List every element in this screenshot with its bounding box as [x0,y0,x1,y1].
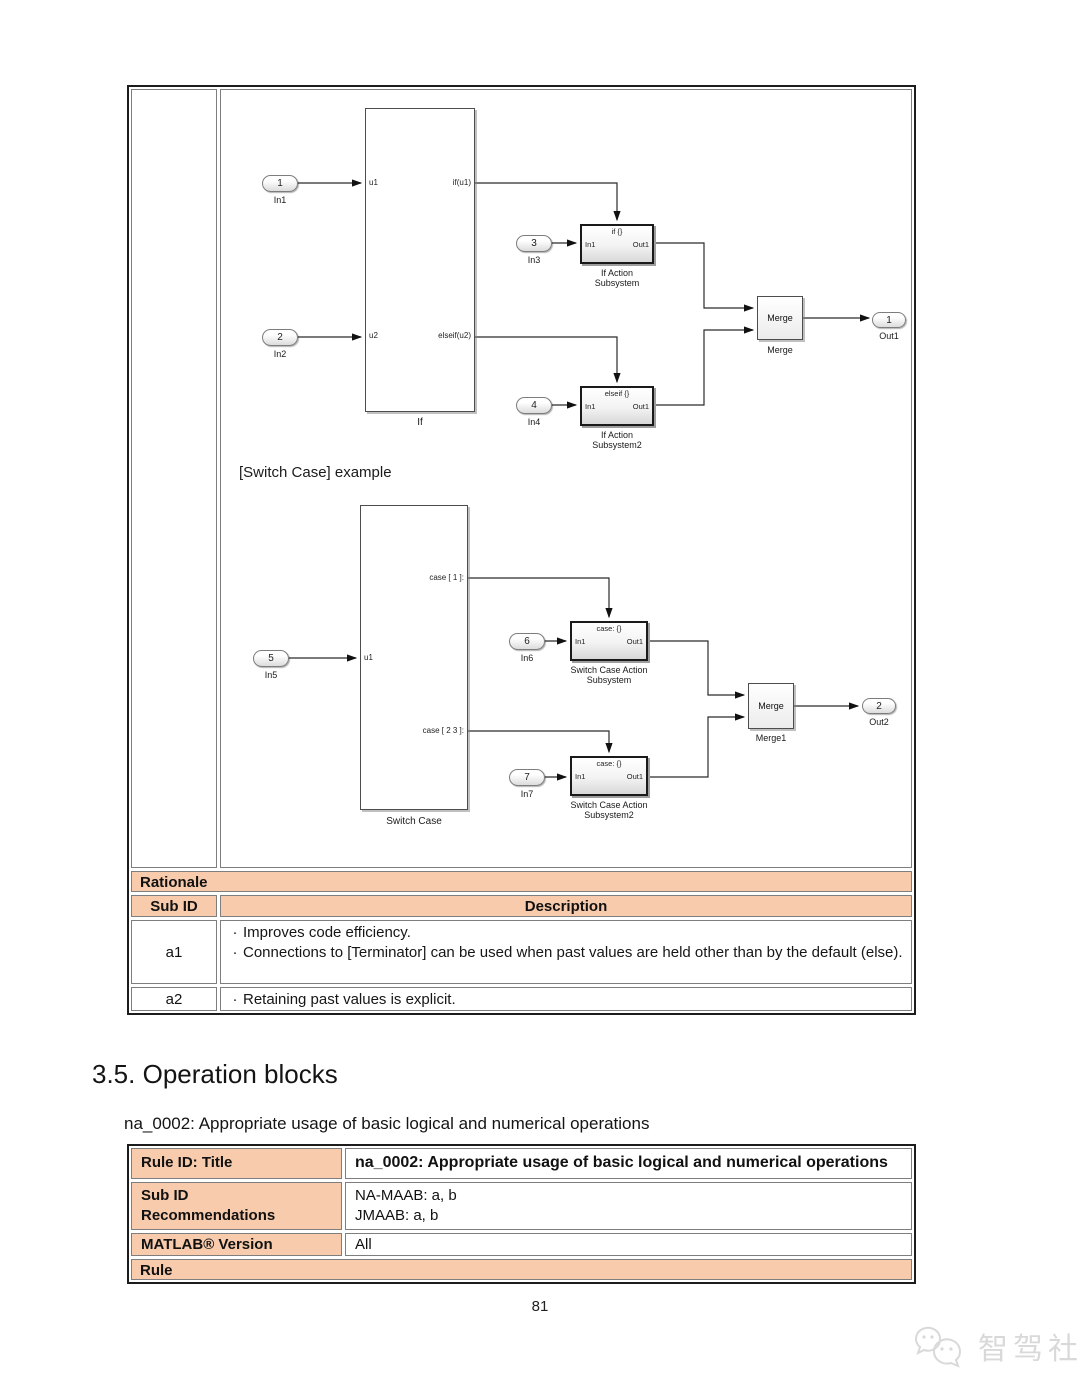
outport-block-2: 2 [862,698,896,714]
inport-block-5: 5 [253,650,289,667]
inport-block-1: 1 [262,175,298,192]
a1-bullet-2: · Connections to [Terminator] can be use… [227,943,905,963]
switch-case-action-subsystem2-title: case: {} [596,759,622,768]
bullet-glyph: · [232,944,238,962]
inport-block-6: 6 [509,633,545,650]
subid-a2: a2 [131,987,217,1011]
bullet-glyph: · [232,924,238,941]
if-block-label: If [417,417,423,428]
a1-bullet-1: · Improves code efficiency. [227,923,905,943]
if-block-port-u1: u1 [369,178,378,187]
merge-block-label: Merge [767,345,793,355]
bullet-glyph: · [232,991,238,1008]
switch-case-action-subsystem-in1: In1 [575,637,586,646]
rule-id-label: Rule ID: Title [131,1148,342,1179]
if-block-port-elseif: elseif(u2) [438,331,471,340]
if-block-port-u2: u2 [369,331,378,340]
switch-case-action-subsystem2-in1: In1 [575,772,586,781]
merge-block: Merge [757,296,803,340]
rationale-header: Rationale [131,871,912,892]
if-action-subsystem2-title: elseif {} [604,389,630,398]
subid-column-header: Sub ID [131,895,217,917]
switch-case-port-case2: case [ 2 3 ]: [422,726,464,735]
switch-case-block [360,505,468,810]
diagram-cell: 1 In1 2 In2 u1 u2 if(u1) elseif(u2) If 3… [220,89,912,868]
rule-header: Rule [131,1259,912,1281]
if-action-subsystem-out1: Out1 [632,240,649,249]
if-block-port-if: if(u1) [452,178,471,187]
example-and-rationale-table: 1 In1 2 In2 u1 u2 if(u1) elseif(u2) If 3… [127,85,916,1015]
watermark: 智驾社 [912,1324,1080,1368]
na-maab-line: NA-MAAB: a, b [355,1186,457,1204]
switch-case-port-u1: u1 [364,653,373,662]
if-action-subsystem2-out1: Out1 [632,402,649,411]
rationale-row-a1: a1 · Improves code efficiency. · Connect… [131,920,912,984]
matlab-version-label: MATLAB® Version [131,1233,342,1257]
a2-bullet-1: · Retaining past values is explicit. [227,990,905,1010]
rule-id-row: Rule ID: Title na_0002: Appropriate usag… [131,1148,912,1179]
empty-margin-cell [131,89,217,868]
subid-recommendations-label: Sub ID Recommendations [131,1181,342,1231]
switch-case-action-subsystem-out1: Out1 [626,637,643,646]
rationale-row-a2: a2 · Retaining past values is explicit. [131,987,912,1011]
switch-case-action-subsystem2-block [570,756,648,796]
inport-block-7: 7 [509,769,545,786]
outport-label-out2: Out2 [869,717,889,727]
merge1-block-label: Merge1 [755,733,787,743]
outport-block-1: 1 [872,312,906,328]
switch-case-action-subsystem-title: case: {} [596,624,622,633]
inport-label-in6: In6 [520,653,534,663]
switch-case-port-case1: case [ 1 ]: [429,573,464,582]
matlab-version-row: MATLAB® Version All [131,1233,912,1257]
page-number: 81 [531,1298,549,1315]
rule-id-value: na_0002: Appropriate usage of basic logi… [345,1148,912,1179]
subid-recommendations-row: Sub ID Recommendations NA-MAAB: a, b JMA… [131,1181,912,1231]
rule-subheading: na_0002: Appropriate usage of basic logi… [124,1114,650,1133]
switch-case-caption: [Switch Case] example [239,464,392,481]
outport-label-out1: Out1 [879,331,899,341]
inport-label-in3: In3 [527,255,541,265]
if-action-subsystem-title: if {} [611,227,623,236]
switch-case-action-subsystem2-out1: Out1 [626,772,643,781]
if-action-subsystem-in1: In1 [585,240,596,249]
switch-case-action-subsystem-block [570,621,648,661]
if-action-subsystem2-in1: In1 [585,402,596,411]
inport-block-3: 3 [516,235,552,252]
rationale-column-header-row: Sub ID Description [131,895,912,917]
inport-label-in7: In7 [520,789,534,799]
inport-block-4: 4 [516,397,552,414]
subid-recommendations-value: NA-MAAB: a, b JMAAB: a, b [345,1181,912,1231]
merge1-block: Merge [748,683,794,729]
jmaab-line: JMAAB: a, b [355,1207,439,1225]
description-column-header: Description [220,895,912,917]
inport-label-in2: In2 [273,349,287,359]
rationale-header-row: Rationale [131,871,912,892]
rule-summary-table: Rule ID: Title na_0002: Appropriate usag… [127,1144,916,1285]
inport-block-2: 2 [262,329,298,346]
inport-label-in4: In4 [527,417,541,427]
rule-header-row: Rule [131,1259,912,1281]
subid-a1: a1 [131,920,217,984]
if-block [365,108,475,412]
description-a2: · Retaining past values is explicit. [220,987,912,1011]
description-a1: · Improves code efficiency. · Connection… [220,920,912,984]
if-action-subsystem-block [580,224,654,264]
switch-case-block-label: Switch Case [386,816,442,827]
section-heading: 3.5. Operation blocks [92,1059,338,1089]
if-action-subsystem2-block [580,386,654,426]
diagram-row: 1 In1 2 In2 u1 u2 if(u1) elseif(u2) If 3… [131,89,912,868]
watermark-text: 智驾社 [978,1333,1080,1366]
wechat-logo-icon [915,1326,961,1368]
matlab-version-value: All [345,1233,912,1257]
inport-label-in5: In5 [264,670,278,680]
inport-label-in1: In1 [273,195,287,205]
